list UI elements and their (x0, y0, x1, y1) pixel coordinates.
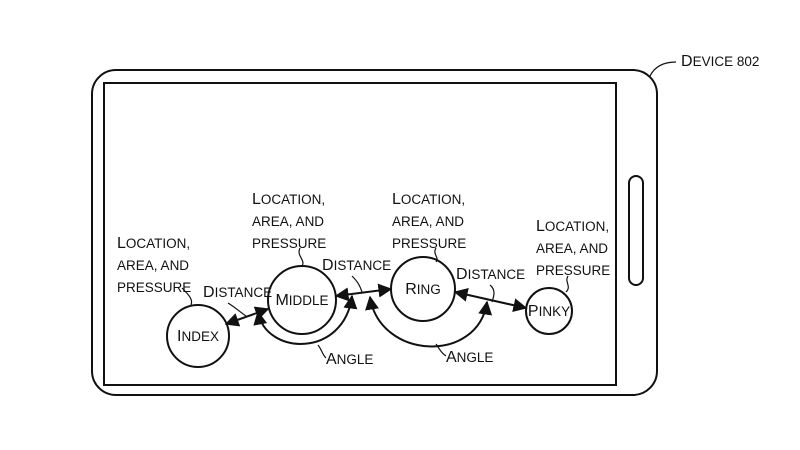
distance-middle-ring-label: DISTANCE (322, 257, 391, 274)
distance-ring-pinky-arrow (455, 292, 526, 308)
finger-pinky-label: PINKY (528, 303, 570, 320)
middle-attributes: LOCATION,AREA, ANDPRESSURE (252, 191, 326, 251)
distance-middle-ring-leader (352, 276, 362, 292)
angle-ring-label: ANGLE (446, 349, 493, 366)
finger-ring: RING (391, 257, 455, 321)
angle-ring-arc (370, 297, 487, 346)
ring-attributes: LOCATION,AREA, ANDPRESSURE (392, 191, 466, 251)
finger-index: INDEX (167, 305, 229, 367)
finger-middle-label: MIDDLE (275, 292, 328, 309)
distance-index-middle-label: DISTANCE (203, 284, 272, 301)
device-label: DEVICE 802 (681, 53, 759, 70)
pinky-attributes-leader (566, 276, 568, 292)
finger-middle: MIDDLE (268, 266, 336, 334)
finger-index-label: INDEX (177, 328, 219, 345)
index-attributes: LOCATION,AREA, ANDPRESSURE (117, 235, 191, 295)
distance-index-middle-leader (228, 303, 246, 316)
angle-middle-leader (318, 345, 326, 358)
pinky-attributes: LOCATION,AREA, ANDPRESSURE (536, 218, 610, 278)
angle-middle-label: ANGLE (326, 351, 373, 368)
finger-pinky: PINKY (526, 288, 572, 334)
distance-middle-ring-arrow (336, 289, 391, 296)
device-label-leader (650, 62, 676, 76)
finger-ring-label: RING (405, 281, 441, 298)
device-home-button (629, 176, 643, 285)
distance-ring-pinky-label: DISTANCE (456, 266, 525, 283)
